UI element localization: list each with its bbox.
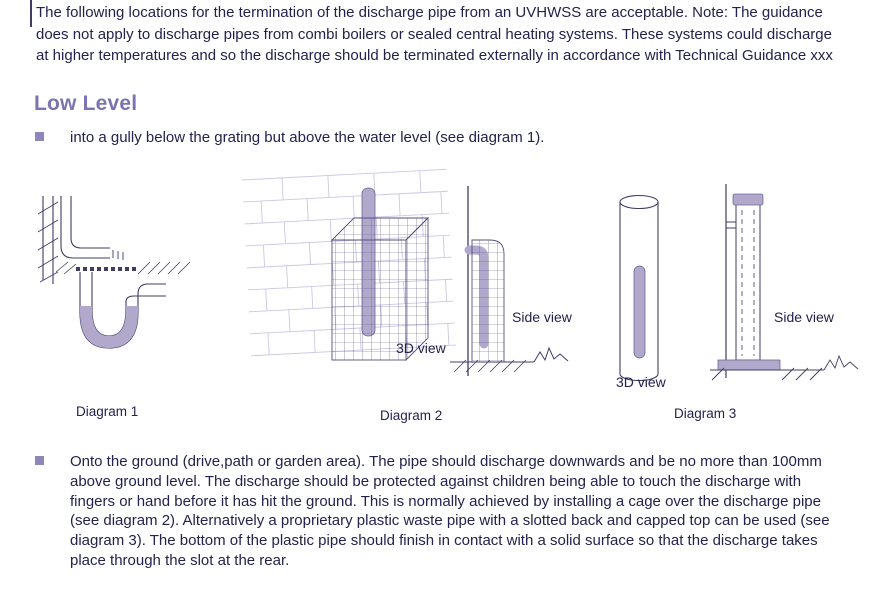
diagram-1-caption: Diagram 1: [76, 404, 139, 419]
page-left-border: [30, 0, 32, 27]
diagram-3-3d-view-label: 3D view: [616, 374, 666, 390]
diagrams-row: 3D view Side view 3D view Side view Diag…: [0, 162, 884, 438]
bullet-item-ground: Onto the ground (drive,path or garden ar…: [35, 452, 845, 571]
diagram-3-caption: Diagram 3: [674, 406, 737, 421]
diagram-3-side-view-label: Side view: [774, 309, 834, 325]
section-heading: Low Level: [34, 92, 138, 115]
intro-paragraph: The following locations for the terminat…: [36, 4, 833, 65]
diagram-3-slotted-pipe-drawing: [619, 184, 859, 382]
diagram-1-gully-drawing: [37, 196, 191, 349]
diagram-2-side-view-label: Side view: [512, 309, 572, 325]
bullet-gully-text: into a gully below the grating but above…: [70, 129, 545, 146]
diagram-2-cage-drawing: [241, 168, 569, 376]
bullet-square-icon: [35, 456, 44, 465]
bullet-square-icon: [35, 132, 44, 141]
diagram-2-caption: Diagram 2: [380, 408, 443, 423]
bullet-ground-text: Onto the ground (drive,path or garden ar…: [70, 453, 830, 569]
bullet-item-gully: into a gully below the grating but above…: [35, 128, 835, 148]
diagram-2-3d-view-label: 3D view: [396, 340, 446, 356]
